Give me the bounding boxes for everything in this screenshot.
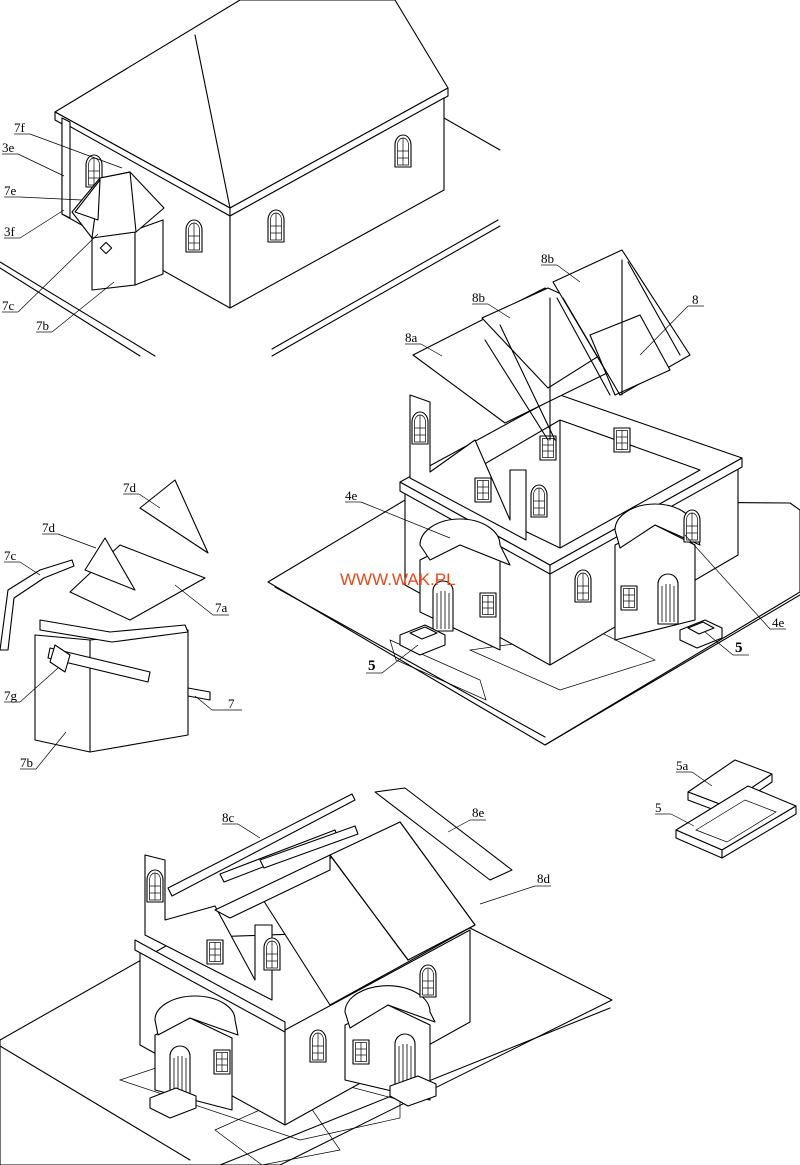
label-3f: 3f [4,224,16,239]
labels-bottom: 8c 8e 8d [222,805,551,905]
label-7g: 7g [4,688,18,703]
label-8e: 8e [472,805,485,820]
label-7c: 7c [2,298,15,313]
label-5a: 5a [676,758,689,773]
label-7: 7 [228,696,235,711]
label-7d-lower: 7d [42,520,56,535]
label-8: 8 [692,292,699,307]
label-5-step: 5 [655,800,662,815]
label-5-right: 5 [735,640,743,656]
label-5-left: 5 [368,658,376,674]
labels-top-left: 7f 3e 7e 3f 7c 7b [2,120,123,333]
view-top-left [0,0,501,357]
label-7d-upper: 7d [123,480,137,495]
label-4e-left: 4e [345,488,358,503]
labels-middle-right: 8b 8b 8 8a 4e 4e 5 5 [345,251,786,674]
step-blocks: 5a 5 [655,758,797,859]
label-8a: 8a [405,330,418,345]
view-middle-right: WWW.WAK.PL [267,249,800,746]
view-bottom [0,787,613,1165]
label-8c: 8c [222,810,235,825]
label-7c-mid: 7c [4,548,17,563]
label-4e-right: 4e [772,615,785,630]
label-7a: 7a [215,600,228,615]
label-7f: 7f [14,120,26,135]
label-8d: 8d [537,871,551,886]
label-7b: 7b [36,318,49,333]
label-7e: 7e [4,183,17,198]
label-7b-mid: 7b [20,755,33,770]
label-8b-lower: 8b [472,290,485,305]
label-3e: 3e [2,140,15,155]
labels-middle-left: 7d 7d 7c 7a 7g 7 7b [4,480,242,770]
view-middle-left [0,479,211,753]
watermark: WWW.WAK.PL [340,570,456,589]
label-8b-upper: 8b [541,251,554,266]
